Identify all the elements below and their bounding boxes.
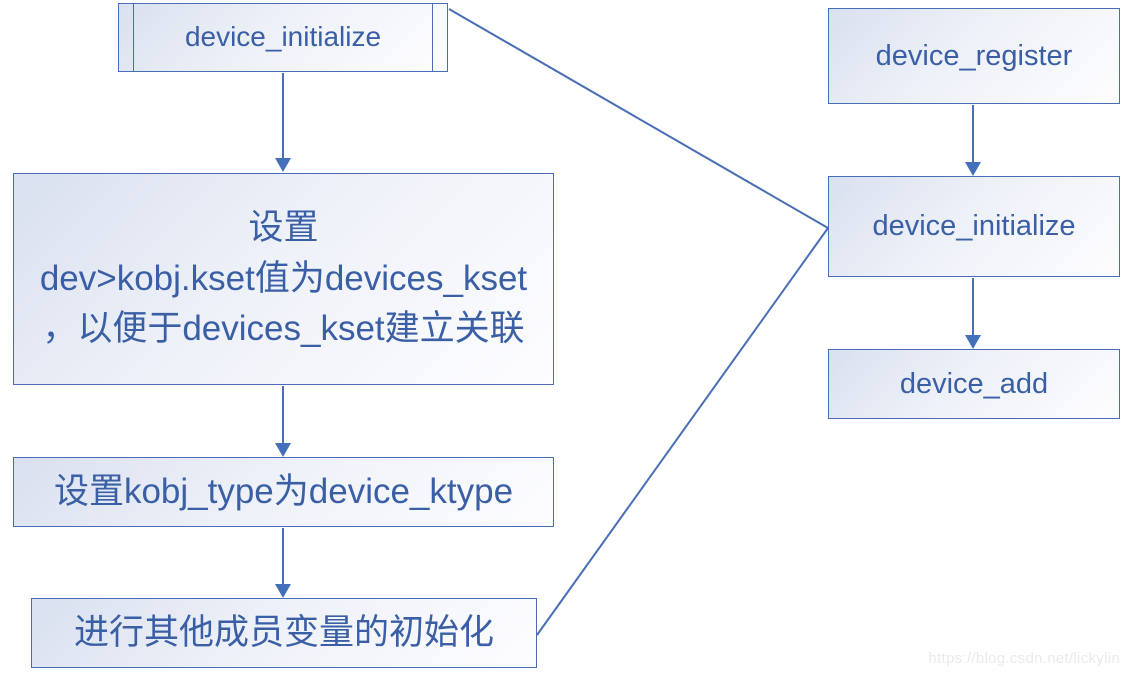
arrowhead-left-step3: [275, 584, 291, 598]
arrowhead-left-step1: [275, 158, 291, 172]
node-label: 设置 dev>kobj.kset值为devices_kset ，以便于devic…: [39, 207, 528, 349]
flowchart-node-init-other-members: 进行其他成员变量的初始化: [31, 598, 537, 668]
predefined-process-right-bar: [432, 4, 433, 71]
edge-right-initialize-to-left-step3: [536, 227, 829, 636]
flowchart-node-set-kobj-type: 设置kobj_type为device_ktype: [13, 457, 554, 527]
flowchart-node-device-initialize-caller: device_initialize: [118, 3, 448, 72]
flowchart-node-device-add: device_add: [828, 349, 1120, 419]
node-label: device_initialize: [184, 21, 382, 53]
arrowhead-right-step3: [965, 335, 981, 349]
flowchart-node-set-kobj-kset: 设置 dev>kobj.kset值为devices_kset ，以便于devic…: [13, 173, 554, 385]
predefined-process-left-bar: [133, 4, 134, 71]
edge-left-start-to-right-initialize: [448, 8, 829, 229]
node-label: 进行其他成员变量的初始化: [73, 612, 494, 652]
node-label: device_register: [875, 39, 1073, 72]
node-label: device_add: [899, 367, 1049, 400]
flowchart-node-device-initialize: device_initialize: [828, 176, 1120, 277]
node-label: device_initialize: [872, 210, 1076, 243]
csdn-watermark: https://blog.csdn.net/lickylin: [928, 650, 1120, 667]
node-label: 设置kobj_type为device_ktype: [53, 471, 514, 511]
flowchart-node-device-register: device_register: [828, 8, 1120, 104]
arrowhead-left-step2: [275, 443, 291, 457]
arrowhead-right-step2: [965, 162, 981, 176]
